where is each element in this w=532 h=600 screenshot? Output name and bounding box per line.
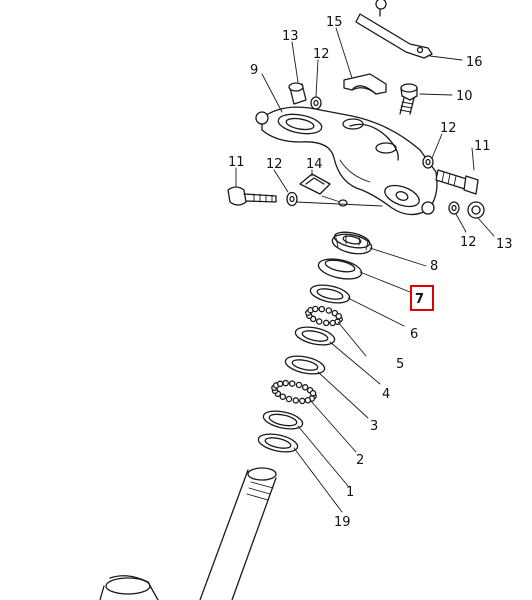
bearing-ball (309, 389, 317, 397)
label-14: 14 (306, 157, 323, 172)
steering-stem (99, 467, 277, 600)
bearing-ball (301, 384, 309, 391)
label-9: 9 (250, 63, 258, 78)
part-12-washer-mid (422, 155, 434, 169)
label-12-mid: 12 (440, 121, 457, 136)
bearing-ball (329, 319, 336, 327)
label-19: 19 (334, 515, 351, 530)
part-3-race (284, 355, 326, 375)
axis-line (295, 201, 383, 207)
label-3: 3 (370, 419, 378, 434)
part-2-bearing-balls (271, 379, 317, 405)
label-12-left: 12 (266, 157, 283, 172)
part-9-handle-crown (255, 106, 438, 216)
bearing-ball (322, 319, 330, 327)
part-16-bracket (355, 0, 433, 59)
label-7: 7 (415, 292, 424, 307)
label-1: 1 (346, 485, 354, 500)
part-15-handlebar-holder (343, 73, 387, 95)
part-19-seal (257, 433, 299, 453)
part-11-bolt-right (435, 169, 479, 195)
label-13-top: 13 (282, 29, 299, 44)
label-5: 5 (396, 357, 404, 372)
part-7-cover (317, 258, 363, 280)
label-11-right: 11 (474, 139, 491, 154)
label-10: 10 (456, 89, 473, 104)
bearing-ball (276, 380, 284, 388)
label-12-top: 12 (313, 47, 330, 62)
bearing-ball (299, 397, 306, 405)
label-16: 16 (466, 55, 483, 70)
bearing-ball (285, 395, 293, 403)
part-5-bearing-balls (305, 305, 343, 327)
part-8-ring-nut (331, 231, 373, 255)
part-1-race (262, 410, 304, 430)
label-13-right: 13 (496, 237, 513, 252)
part-13-cap-nut-top (288, 82, 307, 105)
label-4: 4 (382, 387, 390, 402)
part-6-race (309, 284, 351, 304)
label-2: 2 (356, 453, 364, 468)
part-12-washer-right (448, 201, 460, 215)
bearing-ball (279, 393, 287, 400)
part-12-washer-left (286, 191, 298, 207)
leader-lines (235, 27, 495, 513)
part-13-cap-nut-right (467, 201, 485, 219)
part-labels: 13 12 15 16 10 9 12 11 11 12 14 12 13 8 … (228, 15, 513, 530)
part-14-clamp (299, 173, 348, 207)
part-10-bolt (399, 83, 418, 115)
bearing-ball (335, 312, 342, 320)
label-15: 15 (326, 15, 343, 30)
label-11-left: 11 (228, 155, 245, 170)
part-12-washer-top (310, 96, 322, 110)
label-6: 6 (410, 327, 418, 342)
bearing-ball (315, 318, 323, 325)
part-11-bolt-left (227, 186, 277, 206)
bearing-ball (318, 305, 326, 313)
bearing-ball (282, 379, 289, 387)
label-12-right: 12 (460, 235, 477, 250)
label-8: 8 (430, 259, 438, 274)
bearing-ball (295, 381, 303, 389)
highlight-box (410, 285, 434, 311)
bearing-ball (292, 397, 300, 404)
bearing-ball (288, 380, 296, 387)
bearing-ball (312, 305, 319, 313)
part-4-race (294, 326, 336, 346)
bearing-ball (325, 307, 333, 314)
